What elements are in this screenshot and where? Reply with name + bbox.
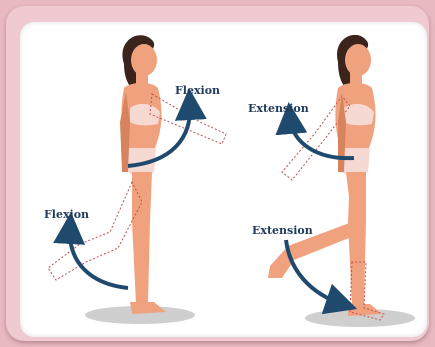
- figure-extension: Extension Extension: [248, 35, 415, 327]
- figure-flexion: Flexion Flexion: [44, 35, 226, 324]
- head: [131, 44, 157, 76]
- flexion-extension-diagram: Flexion Flexion: [20, 22, 427, 337]
- illustration-panel: Flexion Flexion: [20, 22, 427, 337]
- head: [345, 44, 371, 76]
- flexed-leg-outline: [48, 182, 142, 280]
- foot: [348, 304, 382, 316]
- standing-leg: [132, 172, 152, 304]
- card-frame: Flexion Flexion: [6, 6, 429, 341]
- label-leg-extension: Extension: [252, 224, 313, 237]
- leg-flexion-arrow: [70, 228, 128, 288]
- label-arm-flexion: Flexion: [175, 84, 220, 97]
- foot: [130, 302, 166, 314]
- label-arm-extension: Extension: [248, 102, 309, 115]
- label-leg-flexion: Flexion: [44, 208, 89, 221]
